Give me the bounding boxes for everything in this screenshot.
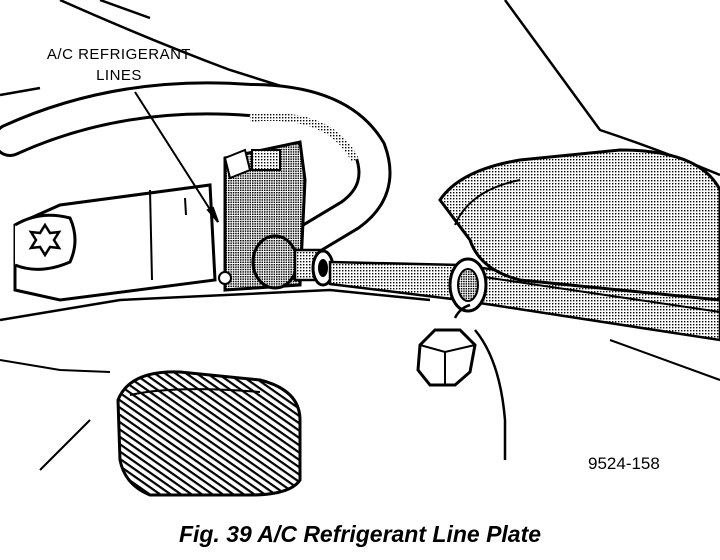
refrigerant-line-straight	[328, 257, 720, 342]
callout-leader	[134, 91, 219, 223]
refrigerant-line-loop	[0, 81, 392, 262]
callout-line-2: LINES	[96, 67, 142, 84]
callout-label: A/C REFRIGERANT LINES	[14, 44, 224, 86]
line-fitting	[251, 234, 335, 290]
star-bolt-icon	[28, 222, 62, 258]
left-bracket	[13, 183, 217, 302]
right-housing	[438, 148, 720, 460]
figure-caption: Fig. 39 A/C Refrigerant Line Plate	[178, 521, 542, 547]
upper-panel	[0, 0, 720, 177]
lower-panel	[0, 288, 431, 497]
callout-line-1: A/C REFRIGERANT	[46, 46, 192, 63]
hex-bolt	[416, 303, 477, 387]
figure-number: 9524-158	[588, 454, 660, 473]
refrigerant-line-illustration	[0, 0, 720, 497]
line-plate	[218, 140, 307, 292]
